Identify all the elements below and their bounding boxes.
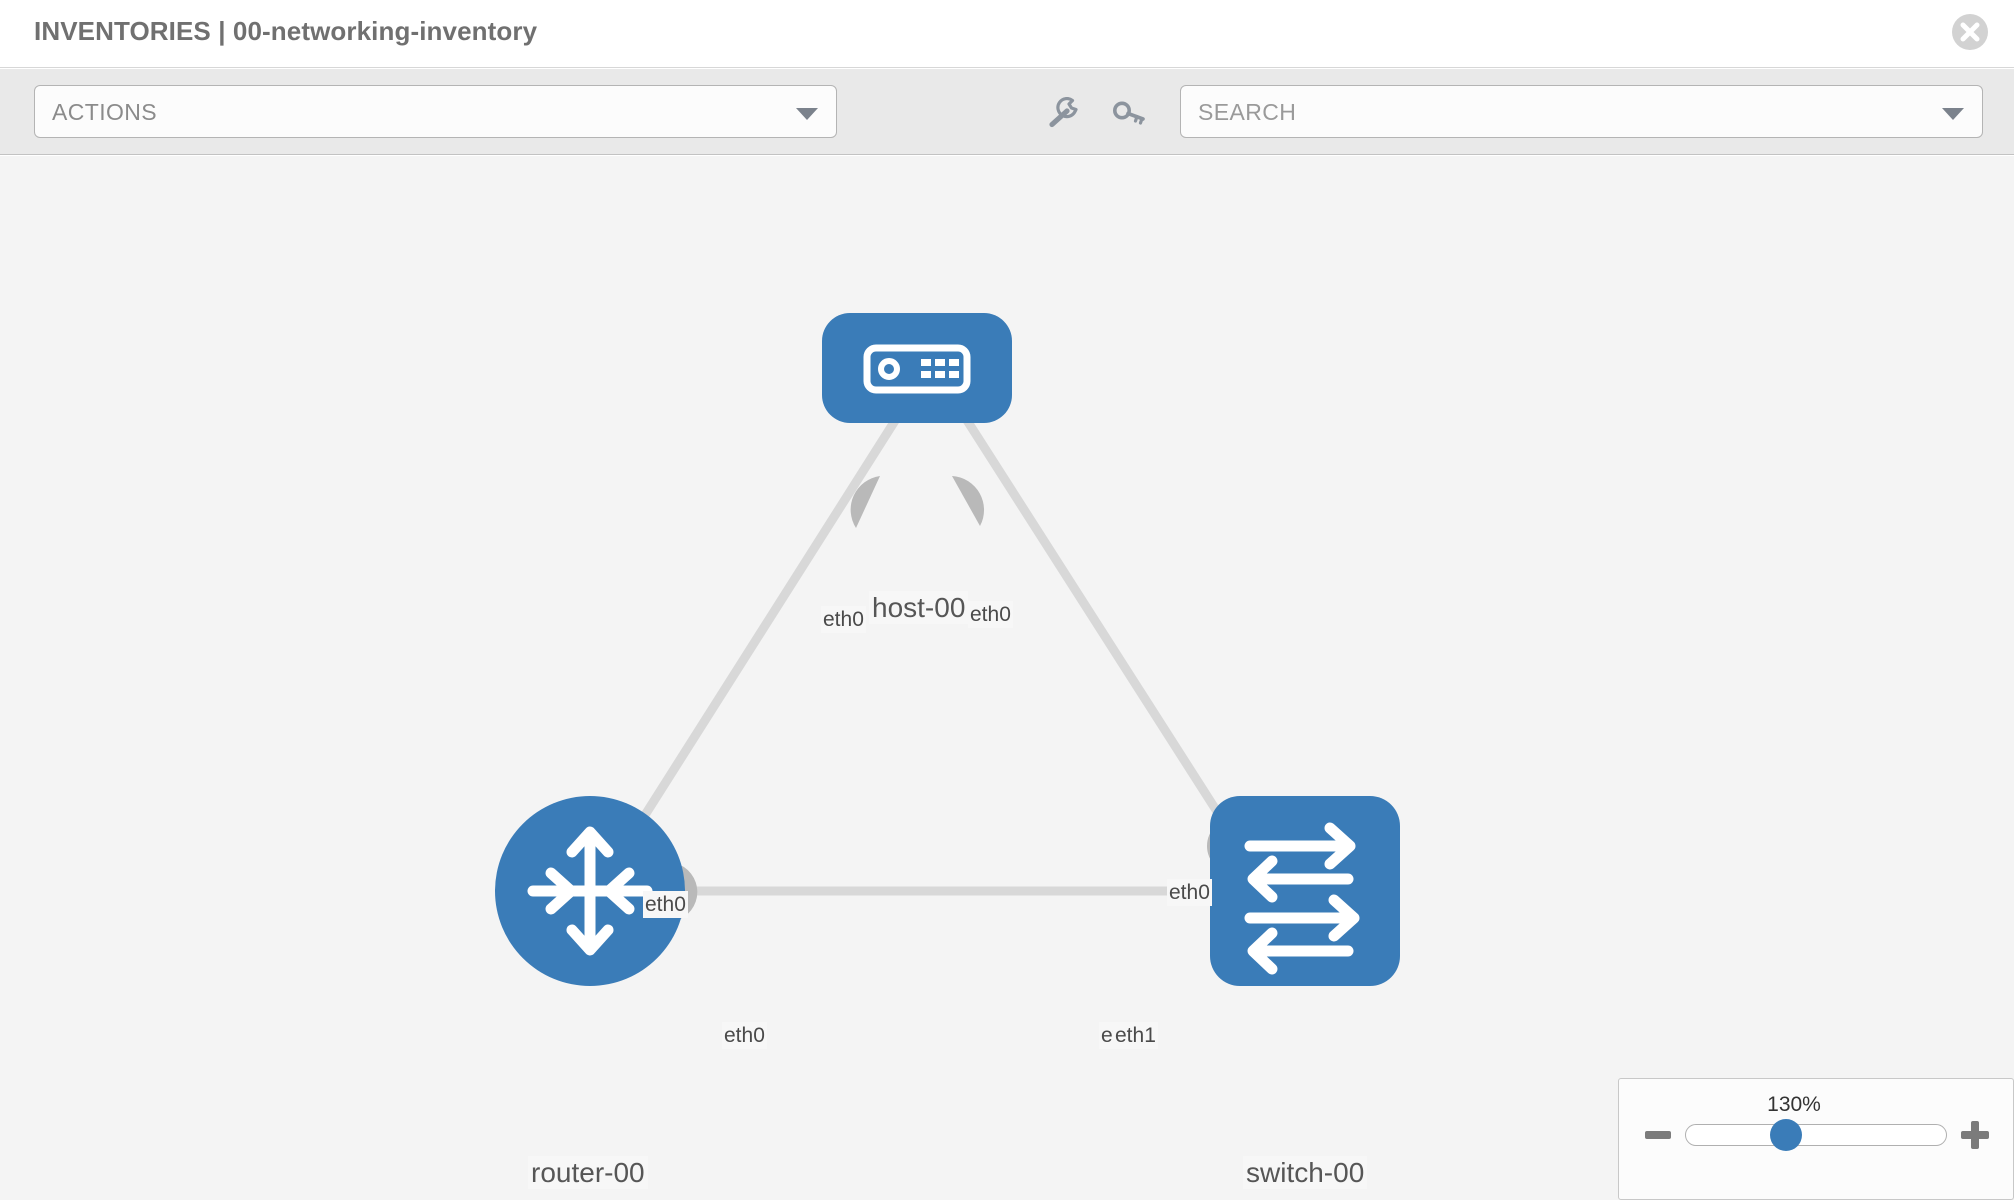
chevron-down-icon bbox=[796, 108, 818, 120]
actions-dropdown[interactable]: ACTIONS bbox=[34, 85, 837, 138]
toolbar: ACTIONS SEARCH bbox=[0, 69, 2014, 155]
search-placeholder: SEARCH bbox=[1198, 99, 1297, 125]
node-switch-00 bbox=[1210, 796, 1400, 986]
edge-label-router00-eth0-right: eth0 bbox=[722, 1022, 767, 1049]
server-icon bbox=[863, 344, 971, 394]
switch-arrows-icon bbox=[1244, 822, 1360, 975]
wrench-icon[interactable] bbox=[1043, 97, 1081, 129]
edge-label-host00-eth0-left: eth0 bbox=[821, 606, 866, 633]
node-host-00 bbox=[822, 313, 1012, 423]
key-icon[interactable] bbox=[1110, 97, 1148, 129]
page-title: INVENTORIES | 00-networking-inventory bbox=[34, 16, 538, 46]
zoom-percent-label: 130% bbox=[1767, 1093, 1821, 1116]
edge-label-router00-eth0-up: eth0 bbox=[643, 891, 688, 918]
chevron-down-icon bbox=[1942, 108, 1964, 120]
zoom-slider-track[interactable] bbox=[1685, 1124, 1947, 1146]
edge-host00-switch00 bbox=[941, 383, 1259, 874]
window-header: INVENTORIES | 00-networking-inventory bbox=[0, 0, 2014, 68]
zoom-slider-thumb[interactable] bbox=[1770, 1119, 1802, 1151]
connector-host00-left bbox=[850, 476, 880, 528]
topology-edges bbox=[596, 383, 1259, 896]
node-switch-00-shape bbox=[1210, 796, 1400, 986]
edge-label-switch00-eth0-up: eth0 bbox=[1167, 879, 1212, 906]
actions-dropdown-label: ACTIONS bbox=[52, 99, 158, 125]
node-host-00-shape bbox=[822, 313, 1012, 423]
connector-host00-right bbox=[952, 476, 985, 526]
edge-label-switch00-eth1: eth1 bbox=[1113, 1022, 1158, 1049]
minus-icon[interactable] bbox=[1645, 1131, 1671, 1139]
close-icon[interactable] bbox=[1952, 14, 1988, 50]
node-label-switch-00: switch-00 bbox=[1243, 1156, 1368, 1189]
zoom-control-panel: 130% bbox=[1618, 1078, 2014, 1200]
search-input[interactable]: SEARCH bbox=[1180, 85, 1983, 138]
edge-label-host00-eth0-right: eth0 bbox=[968, 601, 1013, 628]
plus-icon[interactable] bbox=[1961, 1121, 1989, 1149]
node-label-router-00: router-00 bbox=[528, 1156, 648, 1189]
topology-graph bbox=[495, 313, 1400, 986]
edge-host00-router00 bbox=[596, 383, 921, 889]
topology-canvas[interactable]: eth0 eth0 host-00 eth0 eth0 eth0 eth0 et… bbox=[0, 156, 2014, 1200]
router-arrows-icon bbox=[527, 826, 653, 956]
node-label-host-00: host-00 bbox=[869, 591, 969, 624]
node-router-00 bbox=[495, 796, 685, 986]
